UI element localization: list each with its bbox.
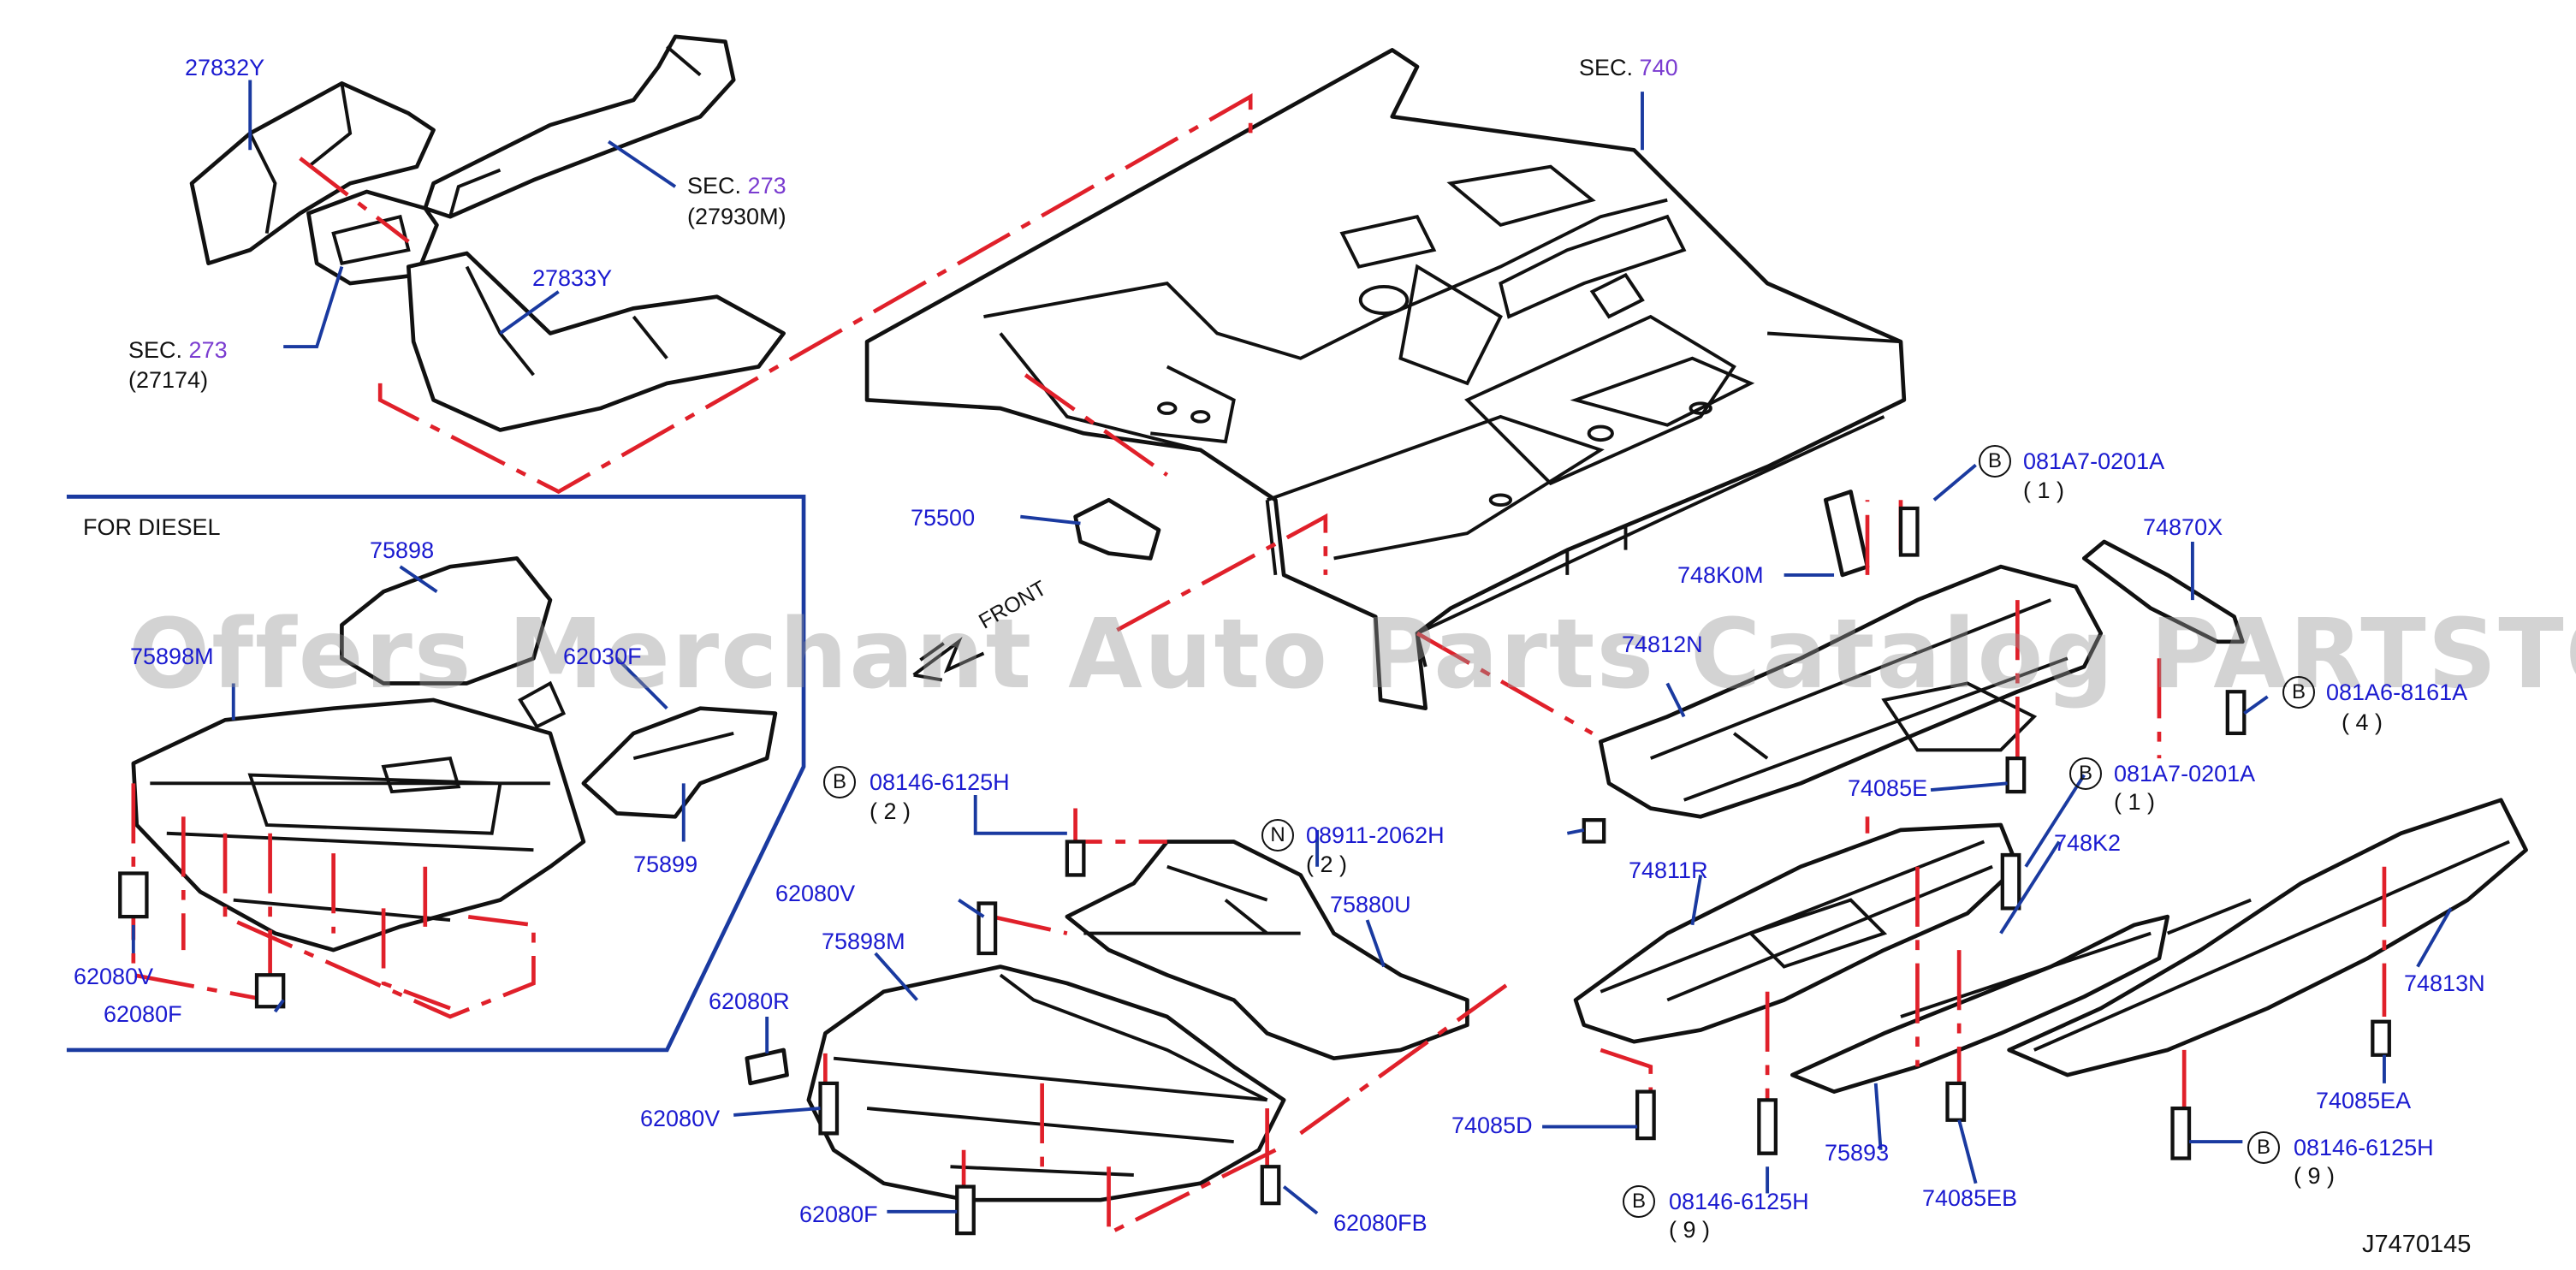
callout-symbol: B: [1979, 445, 2011, 478]
part-label-62030f[interactable]: 62030F: [563, 644, 642, 669]
part-label-75898m-inset[interactable]: 75898M: [130, 644, 214, 669]
section-number: 740: [1639, 55, 1678, 80]
part-label-74085d[interactable]: 74085D: [1451, 1113, 1533, 1138]
callout-qty: ( 1 ): [2023, 478, 2065, 503]
callout-part-number: 08911-2062H: [1306, 822, 1445, 848]
callout-qty: ( 4 ): [2342, 709, 2383, 735]
part-label-74812n[interactable]: 74812N: [1622, 632, 1703, 657]
part-label-75898[interactable]: 75898: [370, 537, 435, 563]
section-prefix: SEC.: [1579, 55, 1634, 80]
front-arrow-icon: [912, 637, 985, 682]
callout-qty: ( 9 ): [1669, 1217, 1711, 1243]
part-label-74085e[interactable]: 74085E: [1848, 775, 1928, 801]
section-prefix: SEC.: [687, 173, 742, 199]
callout-part-number: 081A7-0201A: [2114, 761, 2256, 786]
callout-qty: ( 9 ): [2294, 1163, 2336, 1189]
part-label-75899[interactable]: 75899: [633, 852, 698, 877]
callout-part-number: 081A7-0201A: [2023, 448, 2165, 474]
section-ref-27930m: (27930M): [687, 204, 786, 229]
part-label-74813n[interactable]: 74813N: [2404, 970, 2485, 996]
catalog-code: J7470145: [2362, 1231, 2472, 1258]
callout-symbol: N: [1261, 819, 1294, 852]
inset-title: FOR DIESEL: [83, 514, 221, 540]
part-label-27833y[interactable]: 27833Y: [532, 265, 613, 291]
part-label-62080f-inset[interactable]: 62080F: [104, 1001, 182, 1027]
front-undercovers: [745, 497, 1469, 1202]
section-ref-27174: (27174): [128, 367, 209, 393]
guide-lines: [299, 92, 2387, 1237]
callout-symbol: B: [2069, 757, 2102, 790]
part-label-62080f[interactable]: 62080F: [799, 1202, 878, 1227]
part-label-62080v-b[interactable]: 62080V: [640, 1106, 721, 1131]
part-label-62080r[interactable]: 62080R: [709, 988, 790, 1014]
callout-qty: ( 1 ): [2114, 789, 2156, 815]
section-prefix: SEC.: [128, 337, 183, 363]
part-label-75893[interactable]: 75893: [1825, 1140, 1890, 1166]
part-label-62080v-inset[interactable]: 62080V: [74, 964, 154, 989]
part-label-748k2[interactable]: 748K2: [2054, 830, 2122, 856]
section-number: 273: [188, 337, 228, 363]
air-ducts: [189, 34, 786, 432]
part-label-74870x[interactable]: 74870X: [2143, 514, 2223, 540]
bolts: [818, 506, 2391, 1236]
part-label-75500[interactable]: 75500: [911, 505, 976, 531]
callout-symbol: B: [2247, 1131, 2280, 1164]
part-label-74085ea[interactable]: 74085EA: [2316, 1088, 2412, 1113]
callout-part-number: 08146-6125H: [1669, 1189, 1809, 1214]
section-ref-740[interactable]: SEC. 740: [1579, 56, 1678, 80]
part-label-62080v-a[interactable]: 62080V: [775, 881, 856, 906]
side-undercovers: [1573, 490, 2528, 1094]
floor-panel: [864, 48, 1907, 711]
section-ref-273-lower[interactable]: SEC. 273: [128, 339, 228, 362]
part-label-75898m[interactable]: 75898M: [822, 929, 905, 954]
callout-part-number: 08146-6125H: [2294, 1135, 2434, 1160]
section-number: 273: [747, 173, 786, 199]
callout-part-number: 081A6-8161A: [2326, 680, 2468, 705]
diesel-inset: [66, 495, 806, 1053]
callout-qty: ( 2 ): [1306, 852, 1348, 877]
callout-qty: ( 2 ): [870, 798, 911, 824]
section-ref-273-upper[interactable]: SEC. 273: [687, 175, 786, 198]
part-label-27832y[interactable]: 27832Y: [185, 55, 265, 80]
part-label-75880u[interactable]: 75880U: [1330, 892, 1411, 917]
part-label-74085eb[interactable]: 74085EB: [1922, 1185, 2018, 1211]
watermark: Offers Merchant Auto Parts Catalog PARTS…: [128, 599, 2576, 710]
leader-lines: [131, 80, 2453, 1215]
callout-symbol: B: [2282, 676, 2315, 709]
part-label-62080fb[interactable]: 62080FB: [1333, 1210, 1427, 1236]
part-label-74811r[interactable]: 74811R: [1629, 858, 1708, 883]
callout-part-number: 08146-6125H: [870, 769, 1010, 795]
part-label-748k0m[interactable]: 748K0M: [1677, 562, 1764, 588]
callout-symbol: B: [823, 766, 856, 798]
callout-symbol: B: [1623, 1185, 1655, 1218]
